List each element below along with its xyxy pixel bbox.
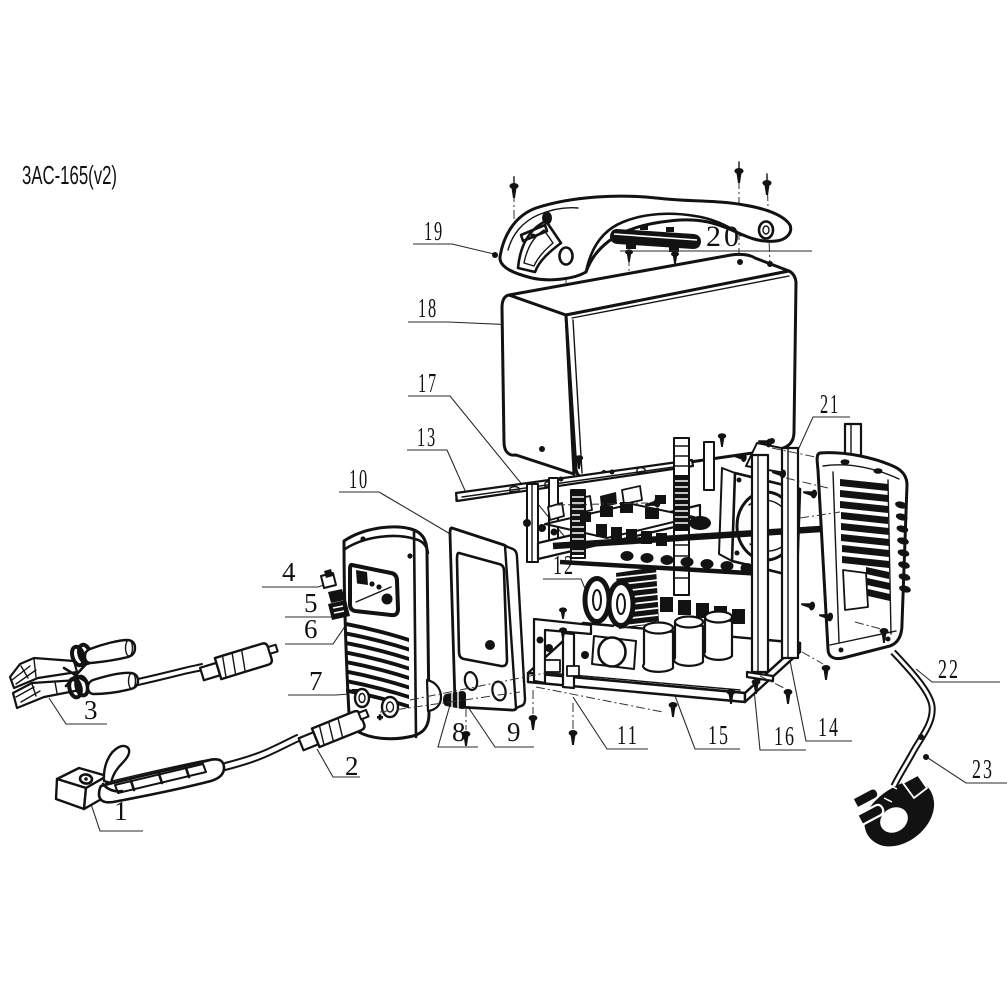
svg-text:8: 8 <box>452 717 469 747</box>
svg-text:11: 11 <box>617 720 639 750</box>
svg-text:7: 7 <box>309 666 326 696</box>
svg-text:23: 23 <box>972 754 994 784</box>
svg-text:4: 4 <box>282 557 299 587</box>
svg-text:12: 12 <box>553 550 575 580</box>
svg-text:16: 16 <box>774 721 796 751</box>
svg-text:2: 2 <box>345 751 362 781</box>
svg-text:3: 3 <box>84 695 101 725</box>
svg-text:15: 15 <box>708 720 730 750</box>
svg-text:22: 22 <box>938 654 960 684</box>
svg-text:1: 1 <box>114 796 131 826</box>
svg-text:6: 6 <box>304 614 321 644</box>
svg-text:20: 20 <box>706 220 742 253</box>
svg-text:17: 17 <box>418 368 438 398</box>
svg-text:19: 19 <box>424 216 444 246</box>
svg-text:18: 18 <box>418 293 438 323</box>
svg-text:13: 13 <box>417 422 437 452</box>
svg-text:5: 5 <box>304 588 321 618</box>
svg-text:21: 21 <box>820 389 840 419</box>
svg-text:14: 14 <box>818 712 840 742</box>
svg-text:3AC-165(v2): 3AC-165(v2) <box>22 160 117 190</box>
svg-text:9: 9 <box>507 717 524 747</box>
svg-text:10: 10 <box>349 464 369 494</box>
